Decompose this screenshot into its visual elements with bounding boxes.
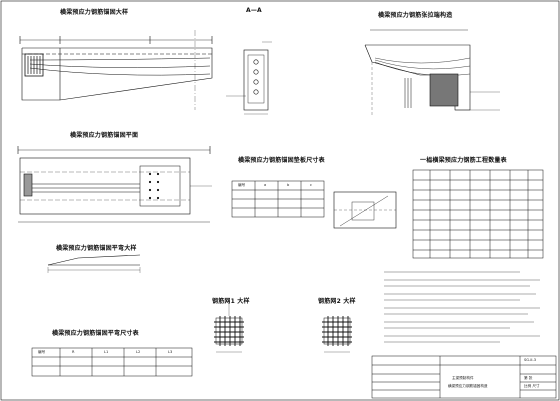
- bend-size-table: [31, 347, 193, 377]
- tb-h1: R: [72, 350, 75, 354]
- title-table-bottom: 横梁预应力钢筋锚固平弯尺寸表: [52, 330, 139, 337]
- tb-drawing-name: 横梁预应力钢筋锚固构造: [448, 384, 488, 388]
- tb-h3: L2: [136, 350, 141, 354]
- plate-sketch: [333, 191, 397, 229]
- plate-size-table: [231, 180, 325, 218]
- title-plan-small: 横梁预应力钢筋锚固平弯大样: [56, 245, 137, 252]
- title-section-aa: A—A: [246, 7, 262, 14]
- quantity-table: [412, 169, 544, 259]
- section-aa-drawing: [226, 41, 272, 115]
- title-plan-mid: 横梁预应力钢筋锚固平面: [70, 132, 139, 139]
- tb-h4: L3: [168, 350, 173, 354]
- tb-scale: 比例 尺寸: [524, 384, 540, 388]
- mesh-detail-1: [214, 300, 244, 353]
- title-elevation-top: 横梁预应力钢筋锚固大样: [60, 9, 129, 16]
- plan-drawing: [17, 146, 212, 223]
- tb-h0: 编号: [38, 350, 46, 354]
- elevation-drawing-right: [364, 29, 500, 115]
- title-detail-1: 钢筋网1 大样: [212, 298, 250, 305]
- tm-h1: a: [264, 183, 267, 187]
- title-detail-2: 钢筋网2 大样: [318, 298, 356, 305]
- tm-h0: 编号: [238, 183, 246, 187]
- tb-project: 主梁预制构件: [452, 376, 474, 380]
- tb-drawing-no: SG-II-3: [524, 358, 537, 362]
- notes-lines: [384, 271, 540, 343]
- title-block: [371, 355, 557, 399]
- title-table-mid: 横梁预应力钢筋锚固垫板尺寸表: [238, 157, 325, 164]
- mesh-detail-2: [322, 316, 352, 353]
- title-elevation-right: 横梁预应力钢筋张拉端构造: [378, 12, 453, 19]
- bend-detail-drawing: [47, 254, 141, 273]
- elevation-drawing-left: [19, 30, 213, 110]
- tm-h2: b: [287, 183, 290, 187]
- tb-h2: L1: [104, 350, 109, 354]
- tb-sheet: 第 张: [524, 376, 533, 380]
- tm-h3: c: [310, 183, 312, 187]
- title-table-right: 一榀横梁预应力钢筋工程数量表: [420, 157, 507, 164]
